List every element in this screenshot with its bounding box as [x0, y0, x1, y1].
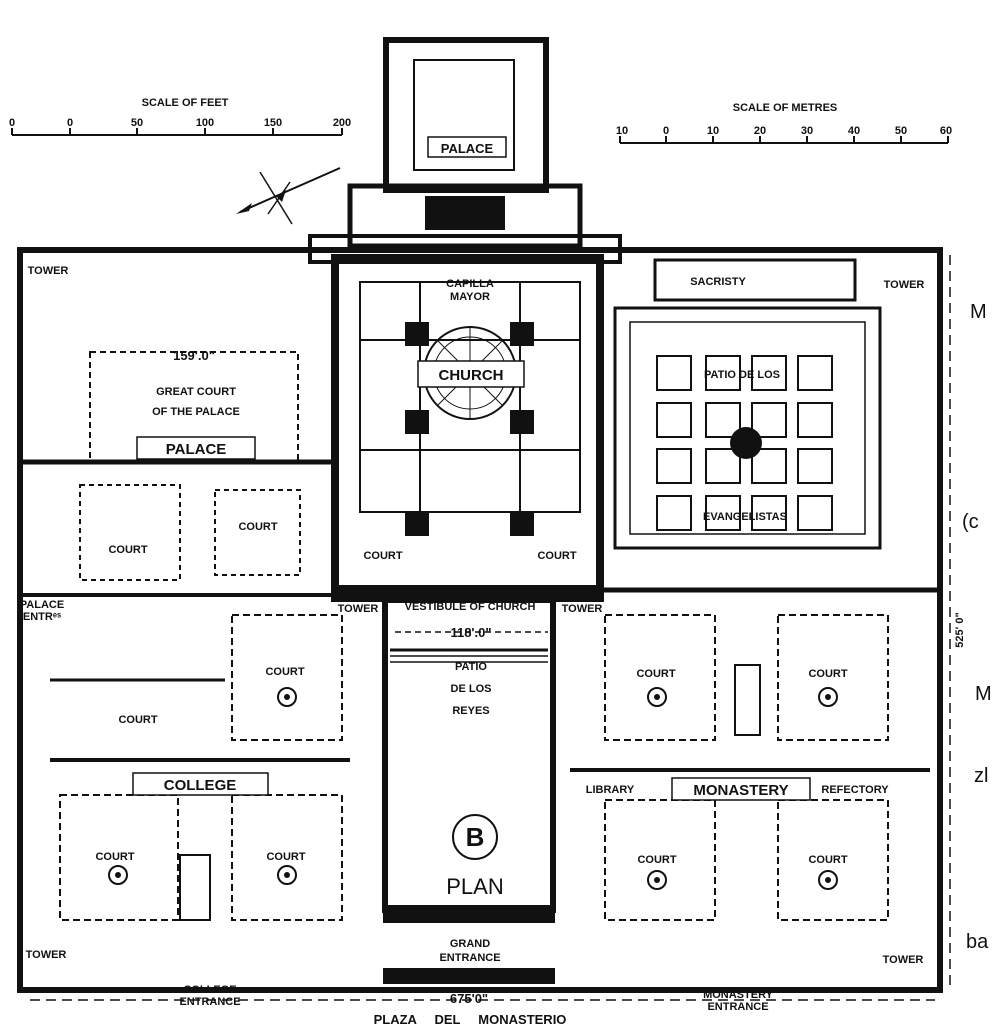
- scale-feet-tick: 50: [131, 117, 143, 129]
- label-court: COURT: [636, 668, 675, 680]
- scale-metres-tick: 10: [707, 125, 719, 137]
- scale-feet-tick: 200: [333, 117, 351, 129]
- label-church: CHURCH: [439, 367, 504, 384]
- label-capilla-mayor: MAYOR: [450, 291, 490, 303]
- label-court: COURT: [808, 668, 847, 680]
- label-grand-entrance: ENTRANCE: [439, 952, 500, 964]
- label-palace-entrance: ENTRᵉˢ: [23, 611, 61, 623]
- label-monastery: MONASTERY: [693, 782, 788, 799]
- scale-metres-tick: 20: [754, 125, 766, 137]
- label-tower: TOWER: [883, 954, 924, 966]
- scale-metres-tick: 40: [848, 125, 860, 137]
- label-library: LIBRARY: [586, 784, 635, 796]
- label-palace-top: PALACE: [441, 141, 494, 156]
- label-monastery-entrance: ENTRANCE: [707, 1001, 768, 1013]
- scale-of-feet: SCALE OF FEET 0 0 50 100 150 200: [9, 97, 351, 136]
- label-great-court-dimension: 159'.0": [173, 348, 215, 363]
- label-patio-reyes: PATIO: [455, 661, 487, 673]
- scale-feet-tick: 0: [9, 117, 15, 129]
- scale-feet-title: SCALE OF FEET: [142, 97, 229, 109]
- label-court: COURT: [808, 854, 847, 866]
- label-court: COURT: [363, 550, 402, 562]
- label-patio-evangelistas: PATIO DE LOS: [704, 369, 780, 381]
- label-tower: TOWER: [562, 603, 603, 615]
- scale-metres-tick: 60: [940, 125, 952, 137]
- label-plan: PLAN: [446, 874, 503, 899]
- scale-feet-tick: 0: [67, 117, 73, 129]
- building-walls: [17, 37, 951, 1001]
- edge-text: M: [975, 683, 992, 705]
- label-college-entrance: ENTRANCE: [179, 996, 240, 1008]
- label-monastery-entrance: MONASTERY: [703, 989, 774, 1001]
- label-plaza: PLAZA DEL MONASTERIO: [374, 1012, 567, 1027]
- label-court: COURT: [95, 851, 134, 863]
- label-court: COURT: [238, 521, 277, 533]
- label-court: COURT: [637, 854, 676, 866]
- label-refectory: REFECTORY: [821, 784, 889, 796]
- label-525-dimension: 525' 0": [954, 612, 966, 647]
- label-court: COURT: [266, 851, 305, 863]
- scale-metres-tick: 30: [801, 125, 813, 137]
- scale-metres-tick: 50: [895, 125, 907, 137]
- label-college-entrance: COLLEGE: [183, 984, 236, 996]
- label-patio-evangelistas: EVANGELISTAS: [703, 511, 787, 523]
- edge-text: (c: [962, 511, 979, 533]
- label-tower: TOWER: [28, 265, 69, 277]
- scale-metres-tick: 10: [616, 125, 628, 137]
- label-court: COURT: [265, 666, 304, 678]
- label-court: COURT: [118, 714, 157, 726]
- label-college: COLLEGE: [164, 777, 237, 794]
- edge-text: M: [970, 301, 987, 323]
- label-vestibule: VESTIBULE OF CHURCH: [405, 601, 536, 613]
- label-patio-reyes-dimension: 118'.0": [450, 625, 491, 640]
- label-675-dimension: 675'0": [450, 991, 488, 1006]
- label-court: COURT: [537, 550, 576, 562]
- label-patio-reyes: REYES: [452, 705, 489, 717]
- label-tower: TOWER: [26, 949, 67, 961]
- label-tower: TOWER: [884, 279, 925, 291]
- compass-icon: [236, 167, 341, 225]
- label-great-court: OF THE PALACE: [152, 406, 240, 418]
- scale-of-metres: SCALE OF METRES 10 0 10 20 30 40 50 60: [616, 102, 952, 144]
- scale-feet-tick: 150: [264, 117, 282, 129]
- label-palace: PALACE: [166, 441, 227, 458]
- label-palace-entrance: PALACE: [20, 599, 64, 611]
- label-capilla-mayor: CAPILLA: [446, 278, 494, 290]
- edge-text: ba: [966, 931, 989, 953]
- scale-feet-tick: 100: [196, 117, 214, 129]
- edge-text: zl: [974, 765, 988, 787]
- scale-metres-tick: 0: [663, 125, 669, 137]
- label-sacristy: SACRISTY: [690, 276, 746, 288]
- label-patio-reyes: DE LOS: [451, 683, 492, 695]
- label-great-court: GREAT COURT: [156, 386, 236, 398]
- label-court: COURT: [108, 544, 147, 556]
- label-grand-entrance: GRAND: [450, 938, 490, 950]
- scale-metres-title: SCALE OF METRES: [733, 102, 838, 114]
- label-tower: TOWER: [338, 603, 379, 615]
- label-plan-letter: B: [466, 822, 485, 852]
